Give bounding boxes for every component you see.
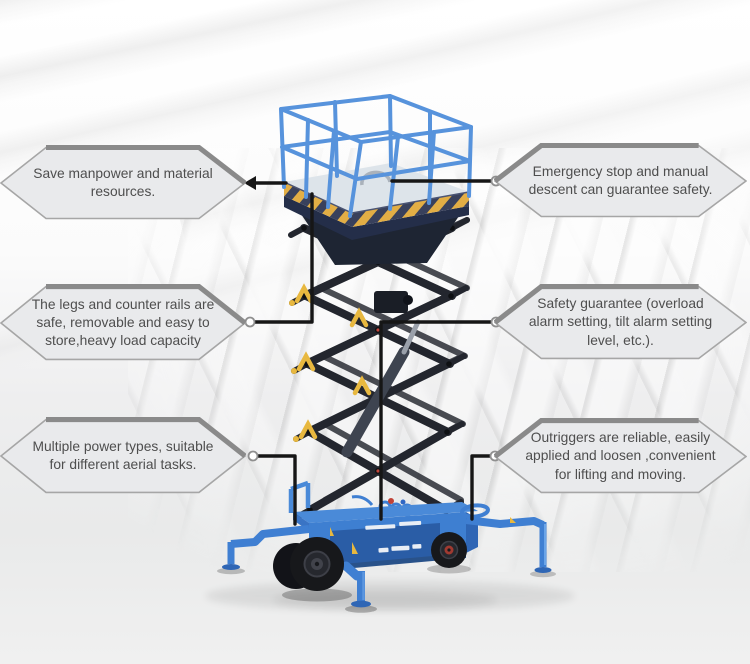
valve-fitting-blue — [400, 499, 406, 505]
callout-text: Save manpower and material resources. — [33, 165, 213, 199]
callout-hexagon — [0, 417, 246, 494]
ground-shadow — [205, 581, 575, 611]
callout-emergency-stop: Emergency stop and manual descent can gu… — [494, 143, 747, 219]
callout-legs-and-rails: The legs and counter rails are safe, rem… — [0, 284, 246, 362]
callout-hexagon — [494, 143, 747, 218]
chassis-label-marks — [365, 520, 422, 553]
deck-handle — [360, 170, 392, 186]
callout-text: Multiple power types, suitable for diffe… — [32, 438, 214, 472]
guardrails — [279, 94, 473, 218]
callout-hexagon — [0, 145, 246, 220]
hydraulic-cylinder — [341, 291, 421, 458]
callout-outriggers: Outriggers are reliable, easily applied … — [494, 418, 747, 495]
valve-fitting-red — [388, 498, 394, 504]
callout-text: The legs and counter rails are safe, rem… — [31, 296, 215, 349]
callout-text: Outriggers are reliable, easily applied … — [525, 430, 716, 482]
callout-hexagon — [494, 284, 747, 360]
callout-text: Emergency stop and manual descent can gu… — [528, 163, 713, 197]
callout-safety-guarantee: Safety guarantee (overload alarm setting… — [494, 284, 747, 361]
callout-hexagon — [0, 284, 246, 361]
callout-power-types: Multiple power types, suitable for diffe… — [0, 417, 246, 495]
outriggers — [217, 503, 556, 613]
callout-text: Safety guarantee (overload alarm setting… — [528, 296, 713, 348]
connector-arrowhead — [244, 176, 256, 190]
towing-handle — [460, 503, 490, 519]
wheels — [282, 532, 471, 602]
callout-hexagon — [494, 418, 747, 494]
callout-save-manpower: Save manpower and material resources. — [0, 145, 246, 221]
